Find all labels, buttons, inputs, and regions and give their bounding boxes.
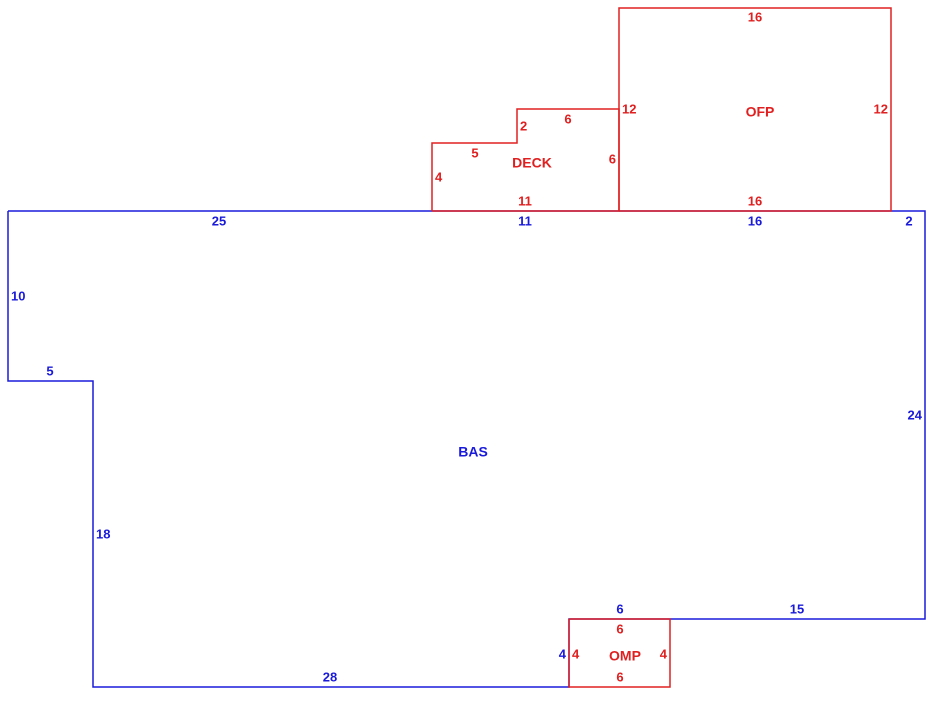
deck-dim-step-vertical: 2 [520, 118, 527, 133]
omp-area-name: OMP [609, 648, 641, 664]
bas-area-name: BAS [458, 444, 488, 460]
bas-dim-top-right: 16 [748, 213, 762, 228]
ofp-area-name: OFP [746, 104, 775, 120]
omp-dim-left: 4 [572, 646, 580, 661]
bas-dim-step-horizontal: 5 [46, 363, 53, 378]
deck-dim-left: 4 [435, 169, 443, 184]
omp-outline [568, 618, 671, 688]
omp-dim-bottom: 6 [616, 669, 623, 684]
deck-area-name: DECK [512, 155, 552, 171]
deck-dim-top: 6 [564, 111, 571, 126]
deck-dim-step1-horizontal: 5 [471, 145, 478, 160]
ofp-outline [618, 7, 892, 212]
bas-dim-top-corner: 2 [905, 213, 912, 228]
bas-dim-top-mid: 11 [518, 213, 532, 228]
omp-dim-top: 6 [616, 621, 623, 636]
bas-dim-notch-left: 4 [559, 646, 567, 661]
ofp-dim-top: 16 [748, 9, 762, 24]
bas-dim-right: 24 [908, 407, 923, 422]
ofp-dim-left: 12 [622, 101, 636, 116]
bas-dim-notch-top: 6 [616, 601, 623, 616]
ofp-dim-bottom: 16 [748, 193, 762, 208]
bas-dim-bottom: 28 [323, 669, 337, 684]
deck-dim-bottom: 11 [518, 193, 532, 208]
bas-dim-right-bottom: 15 [790, 601, 804, 616]
bas-dim-left-upper: 10 [11, 288, 25, 303]
bas-dim-top-left: 25 [212, 213, 226, 228]
bas-dim-left-lower: 18 [96, 526, 110, 541]
deck-dim-right: 6 [609, 151, 616, 166]
deck-outline [431, 108, 620, 212]
omp-dim-right: 4 [660, 646, 668, 661]
ofp-dim-right: 12 [874, 101, 888, 116]
